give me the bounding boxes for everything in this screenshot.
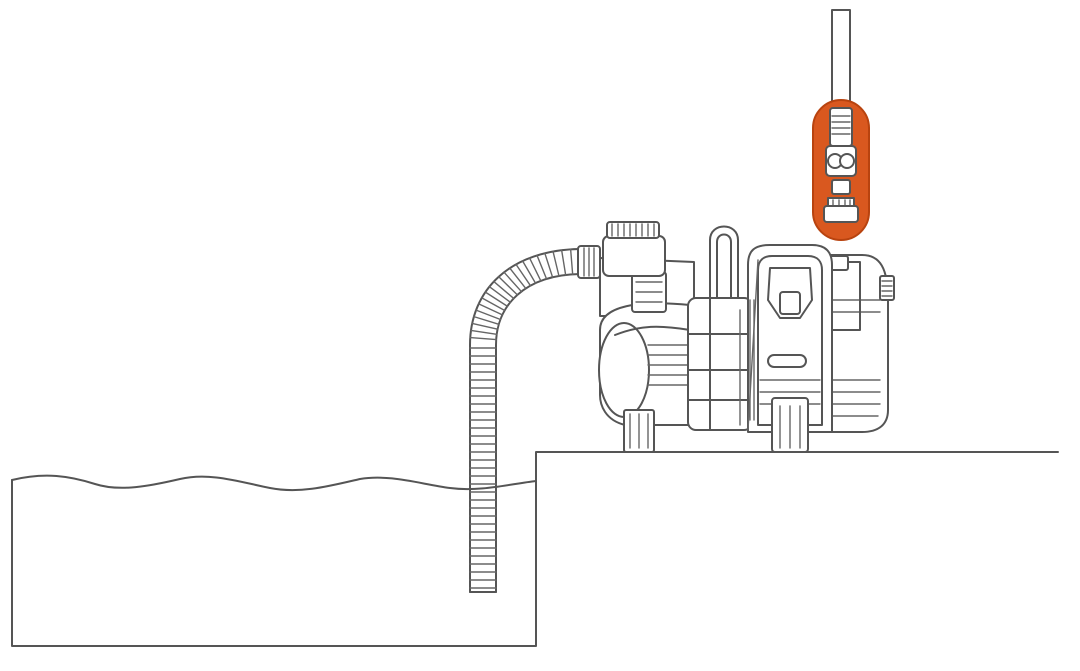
hose-rib <box>509 267 527 290</box>
drain-foot <box>623 409 655 453</box>
hose-rib <box>498 276 519 296</box>
power-switch-icon <box>779 291 801 315</box>
hose-rib <box>475 309 502 321</box>
motor-end-cap <box>879 275 895 301</box>
garden-pump <box>577 221 895 453</box>
hose-rib <box>484 291 509 307</box>
hose-rib <box>544 252 554 279</box>
hose-connector <box>812 9 870 241</box>
hose-rib <box>488 285 512 303</box>
hose-rib <box>560 249 567 276</box>
hose-rib <box>473 315 500 325</box>
hose-rib <box>481 297 506 312</box>
hose-rib <box>515 263 532 287</box>
coupling-section <box>687 297 753 431</box>
pump-outlet <box>709 225 739 301</box>
filler-cap <box>602 221 666 277</box>
hose-rib <box>470 329 498 336</box>
hose-rib <box>478 303 504 316</box>
hose-rib <box>469 336 497 341</box>
water-surface <box>11 474 537 492</box>
hose-rib <box>536 254 548 280</box>
hose-rib <box>552 250 560 277</box>
hose-rib <box>521 260 537 284</box>
hose-rib <box>471 322 499 330</box>
inlet-fitting <box>577 245 601 279</box>
hose-rib <box>503 271 523 293</box>
quick-connector-icon <box>823 107 859 223</box>
hose-rib <box>569 248 574 276</box>
hose-rib <box>528 257 542 282</box>
suction-hose <box>469 248 581 593</box>
control-panel <box>747 244 833 453</box>
water-tank <box>11 451 1059 647</box>
pump-housing <box>598 257 695 426</box>
hose-rib <box>493 280 515 300</box>
